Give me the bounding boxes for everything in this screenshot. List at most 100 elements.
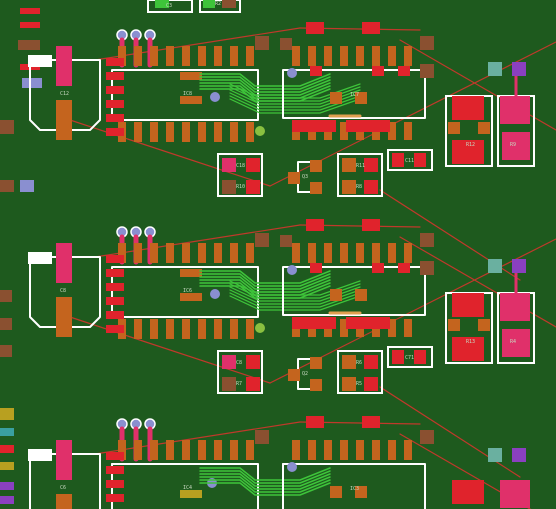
ic-pad[interactable] — [246, 319, 254, 339]
pad[interactable] — [502, 329, 530, 357]
smd-pad[interactable] — [106, 311, 124, 319]
ic-pad[interactable] — [166, 122, 174, 142]
ic-pad[interactable] — [388, 319, 396, 337]
ic-pad[interactable] — [134, 319, 142, 339]
ic-pad[interactable] — [324, 243, 332, 263]
ic-pad[interactable] — [214, 46, 222, 66]
pad[interactable] — [180, 269, 202, 277]
ic-pad[interactable] — [198, 440, 206, 460]
pad[interactable] — [420, 36, 434, 50]
via[interactable] — [287, 265, 297, 275]
pad[interactable] — [246, 355, 260, 369]
ic-pad[interactable] — [214, 319, 222, 339]
pad[interactable] — [512, 62, 526, 76]
ic-pad[interactable] — [340, 319, 348, 337]
ic-pad[interactable] — [182, 122, 190, 142]
pad[interactable] — [398, 263, 410, 273]
pad[interactable] — [330, 289, 342, 301]
edge-pad[interactable] — [0, 462, 14, 470]
ic-pad[interactable] — [388, 46, 396, 66]
ic-pad[interactable] — [150, 319, 158, 339]
pad[interactable] — [364, 377, 378, 391]
connector-pad[interactable] — [56, 100, 72, 140]
pad[interactable] — [448, 319, 460, 331]
pad[interactable] — [488, 448, 502, 462]
smd-pad[interactable] — [306, 416, 324, 428]
pad[interactable] — [280, 38, 292, 50]
edge-pad[interactable] — [0, 345, 12, 357]
pad[interactable] — [155, 0, 169, 8]
smd-pad[interactable] — [306, 22, 324, 34]
smd-pad[interactable] — [306, 219, 324, 231]
ic-pad[interactable] — [134, 46, 142, 66]
ic-pad[interactable] — [118, 46, 126, 66]
smd-pad[interactable] — [346, 317, 390, 329]
connector-tab[interactable] — [28, 449, 52, 461]
ic-pad[interactable] — [166, 243, 174, 263]
via[interactable] — [255, 323, 265, 333]
edge-pad[interactable] — [18, 40, 40, 50]
pad[interactable] — [364, 355, 378, 369]
ic-pad[interactable] — [356, 46, 364, 66]
ic-pad[interactable] — [118, 440, 126, 460]
pad[interactable] — [310, 379, 322, 391]
pad[interactable] — [355, 289, 367, 301]
ic-pad[interactable] — [166, 440, 174, 460]
edge-pad[interactable] — [20, 22, 40, 28]
via[interactable] — [210, 289, 220, 299]
smd-pad[interactable] — [106, 480, 124, 488]
ic-pad[interactable] — [388, 122, 396, 140]
edge-pad[interactable] — [0, 445, 14, 453]
smd-pad[interactable] — [106, 100, 124, 108]
pad[interactable] — [255, 233, 269, 247]
pad[interactable] — [203, 0, 215, 8]
smd-pad[interactable] — [106, 283, 124, 291]
ic-pad[interactable] — [388, 243, 396, 263]
smd-pad[interactable] — [362, 416, 380, 428]
ic-pad[interactable] — [214, 243, 222, 263]
ic-pad[interactable] — [246, 440, 254, 460]
ic-pad[interactable] — [230, 46, 238, 66]
pad[interactable] — [372, 263, 384, 273]
edge-pad[interactable] — [0, 482, 14, 490]
silk-outline[interactable] — [217, 350, 263, 394]
edge-pad[interactable] — [22, 78, 42, 88]
smd-pad[interactable] — [106, 72, 124, 80]
ic-pad[interactable] — [324, 46, 332, 66]
ic-pad[interactable] — [356, 440, 364, 460]
smd-pad[interactable] — [346, 120, 390, 132]
pad[interactable] — [342, 180, 356, 194]
edge-pad[interactable] — [0, 290, 12, 302]
ic-pad[interactable] — [150, 46, 158, 66]
pad[interactable] — [222, 180, 236, 194]
pad[interactable] — [500, 480, 530, 508]
pad[interactable] — [414, 350, 426, 364]
edge-pad[interactable] — [20, 180, 34, 192]
pad[interactable] — [310, 182, 322, 194]
edge-pad[interactable] — [0, 180, 14, 192]
ic-pad[interactable] — [292, 440, 300, 460]
pad[interactable] — [448, 122, 460, 134]
pad[interactable] — [222, 377, 236, 391]
ic-pad[interactable] — [230, 319, 238, 339]
pad[interactable] — [180, 293, 202, 301]
pad[interactable] — [414, 153, 426, 167]
via[interactable] — [287, 462, 297, 472]
via[interactable] — [255, 126, 265, 136]
smd-pad[interactable] — [106, 114, 124, 122]
edge-pad[interactable] — [0, 120, 14, 134]
connector-pad[interactable] — [56, 440, 72, 480]
connector-tab[interactable] — [28, 252, 52, 264]
ic-pad[interactable] — [404, 440, 412, 460]
silk-outline[interactable] — [337, 350, 383, 394]
edge-pad[interactable] — [0, 408, 14, 420]
pad[interactable] — [255, 430, 269, 444]
pad[interactable] — [512, 259, 526, 273]
ic-pad[interactable] — [198, 46, 206, 66]
via[interactable] — [210, 92, 220, 102]
pad[interactable] — [488, 259, 502, 273]
pad[interactable] — [180, 72, 202, 80]
ic-pad[interactable] — [214, 440, 222, 460]
ic-pad[interactable] — [150, 122, 158, 142]
